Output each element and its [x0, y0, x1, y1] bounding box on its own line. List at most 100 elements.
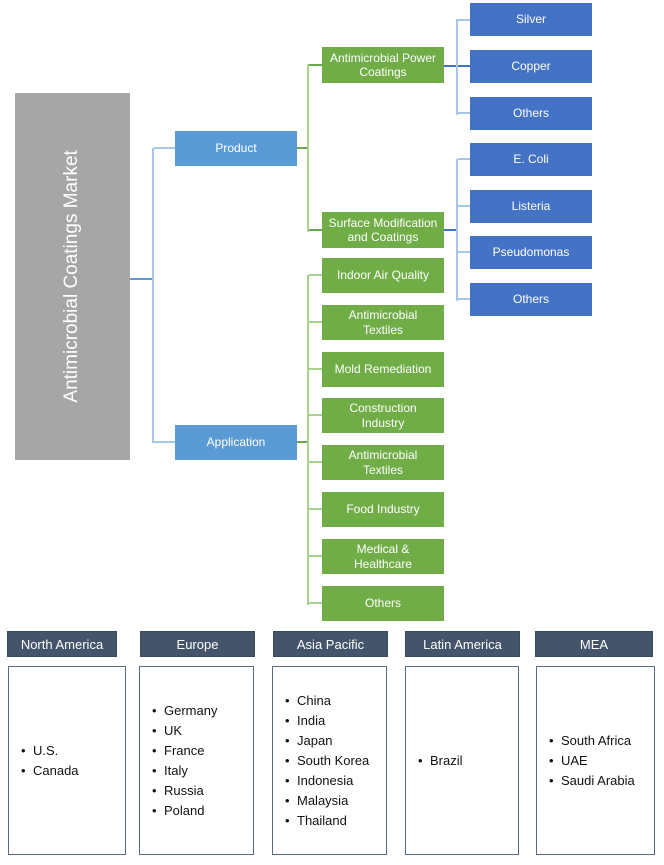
connector-root-stub [130, 278, 153, 280]
connector-listeria-stub [458, 205, 470, 207]
connector-app-item-stub [309, 414, 322, 416]
connector-application-out [297, 441, 308, 443]
subtype-node: Others [470, 283, 592, 316]
country-item: India [285, 711, 382, 731]
product-type-node: Antimicrobial Power Coatings [322, 47, 444, 83]
country-item: Japan [285, 731, 382, 751]
country-item: U.S. [21, 741, 121, 761]
subtype-label: Copper [511, 59, 551, 74]
country-item: China [285, 691, 382, 711]
connector-application-stub [154, 441, 175, 443]
product-node-label: Product [215, 141, 257, 156]
connector-root-vertical [152, 148, 154, 443]
country-item: Poland [152, 801, 249, 821]
subtype-label: E. Coli [513, 152, 549, 167]
subtype-label: Pseudomonas [492, 245, 570, 260]
subtype-label: Silver [515, 12, 546, 27]
application-node-label: Application [206, 435, 266, 450]
country-item: Thailand [285, 811, 382, 831]
region-header-asia-pacific: Asia Pacific [273, 631, 388, 657]
country-item: Canada [21, 761, 121, 781]
subtype-node: Silver [470, 3, 592, 36]
connector-others-stub [458, 112, 470, 114]
region-countries-asia-pacific: China India Japan South Korea Indonesia … [272, 666, 387, 855]
country-item: South Korea [285, 751, 382, 771]
application-item-label: Medical & Healthcare [353, 542, 413, 571]
region-header-label: Asia Pacific [296, 636, 365, 652]
country-item: Germany [152, 701, 249, 721]
subtype-node: E. Coli [470, 143, 592, 176]
connector-pseudomonas-stub [458, 251, 470, 253]
subtype-label: Others [512, 292, 549, 307]
region-countries-latin-america: Brazil [405, 666, 519, 855]
application-item-label: Food Industry [346, 502, 420, 517]
application-item-node: Antimicrobial Textiles [322, 445, 444, 480]
application-item-node: Others [322, 586, 444, 621]
country-list: Brazil [406, 751, 518, 771]
subtype-node: Pseudomonas [470, 236, 592, 269]
application-item-node: Medical & Healthcare [322, 539, 444, 574]
country-item: UAE [549, 751, 650, 771]
country-list: Germany UK France Italy Russia Poland [140, 701, 253, 821]
subtype-node: Copper [470, 50, 592, 83]
connector-app-item-stub [309, 508, 322, 510]
connector-others2-stub [458, 298, 470, 300]
application-item-node: Mold Remediation [322, 352, 444, 387]
country-item: Brazil [418, 751, 514, 771]
country-item: France [152, 741, 249, 761]
country-item: UK [152, 721, 249, 741]
connector-silver-stub [458, 19, 470, 21]
region-header-latin-america: Latin America [405, 631, 520, 657]
connector-surface-vertical [456, 159, 458, 301]
connector-ecoli-stub [458, 158, 470, 160]
connector-app-item-stub [309, 368, 322, 370]
application-item-label: Indoor Air Quality [336, 268, 430, 283]
country-item: Indonesia [285, 771, 382, 791]
application-item-label: Construction Industry [349, 401, 417, 430]
connector-powder-coatings-stub [309, 64, 322, 66]
root-node: Antimicrobial Coatings Market [15, 93, 130, 460]
connector-app-item-stub [309, 555, 322, 557]
subtype-label: Others [512, 106, 549, 121]
region-header-north-america: North America [7, 631, 117, 657]
country-item: Saudi Arabia [549, 771, 650, 791]
region-header-label: North America [20, 636, 104, 652]
application-node: Application [175, 425, 297, 460]
subtype-node: Listeria [470, 190, 592, 223]
product-type-label: Surface Modification and Coatings [328, 215, 438, 244]
country-item: Italy [152, 761, 249, 781]
country-list: U.S. Canada [9, 741, 125, 781]
region-countries-north-america: U.S. Canada [8, 666, 126, 855]
subtype-node: Others [470, 97, 592, 130]
region-header-label: Europe [176, 636, 219, 652]
application-item-label: Antimicrobial Textiles [348, 308, 418, 337]
region-countries-europe: Germany UK France Italy Russia Poland [139, 666, 254, 855]
product-type-node: Surface Modification and Coatings [322, 212, 444, 248]
country-list: South Africa UAE Saudi Arabia [537, 731, 654, 791]
connector-app-item-stub [309, 274, 322, 276]
region-countries-mea: South Africa UAE Saudi Arabia [536, 666, 655, 855]
application-item-label: Others [364, 596, 401, 611]
product-type-label: Antimicrobial Power Coatings [329, 50, 437, 79]
connector-powder-vertical [456, 19, 458, 115]
connector-product-out [297, 147, 308, 149]
application-item-label: Antimicrobial Textiles [348, 448, 418, 477]
region-header-europe: Europe [140, 631, 255, 657]
application-item-node: Antimicrobial Textiles [322, 305, 444, 340]
country-list: China India Japan South Korea Indonesia … [273, 691, 386, 831]
application-item-node: Construction Industry [322, 398, 444, 433]
connector-product-stub [154, 147, 175, 149]
region-header-label: MEA [579, 636, 609, 652]
product-node: Product [175, 131, 297, 166]
connector-app-item-stub [309, 602, 322, 604]
connector-surface-out [444, 229, 456, 231]
connector-surface-mod-stub [309, 229, 322, 231]
connector-app-item-stub [309, 321, 322, 323]
connector-app-item-stub [309, 461, 322, 463]
application-item-node: Indoor Air Quality [322, 258, 444, 293]
application-item-label: Mold Remediation [334, 362, 432, 377]
country-item: Russia [152, 781, 249, 801]
connector-product-vertical [307, 64, 309, 232]
region-header-label: Latin America [423, 636, 502, 652]
